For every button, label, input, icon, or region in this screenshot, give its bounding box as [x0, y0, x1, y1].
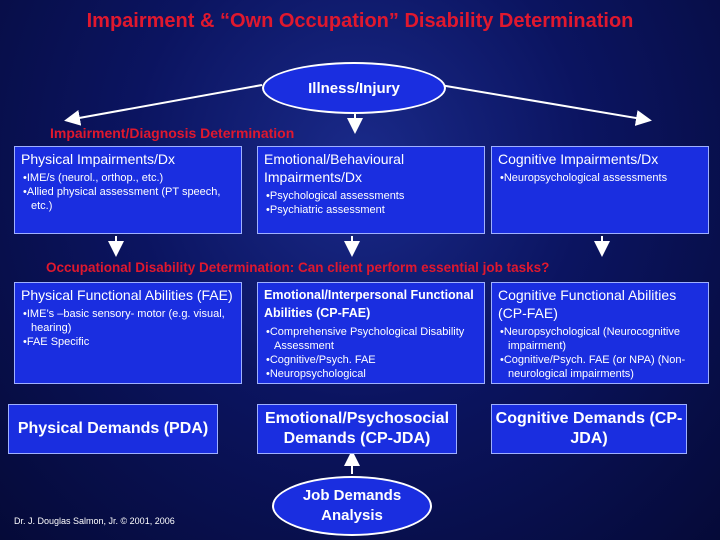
list-item: IME/s (neurol., orthop., etc.) [21, 171, 235, 185]
emotional-abilities-box: Emotional/Interpersonal Functional Abili… [257, 282, 485, 384]
cognitive-impairments-heading: Cognitive Impairments/Dx [498, 151, 659, 167]
illness-injury-node: Illness/Injury [262, 62, 446, 114]
list-item: FAE Specific [21, 335, 235, 349]
arrow-illness-right [439, 84, 652, 126]
physical-abilities-box: Physical Functional Abilities (FAE) IME’… [14, 282, 242, 384]
arrow-illness-left [64, 84, 263, 126]
list-item: Allied physical assessment (PT speech, e… [21, 185, 235, 213]
job-demands-node: Job Demands Analysis [272, 476, 432, 536]
emotional-demands-box: Emotional/Psychosocial Demands (CP-JDA) [257, 404, 457, 454]
physical-abilities-heading: Physical Functional Abilities (FAE) [21, 287, 233, 303]
cognitive-abilities-box: Cognitive Functional Abilities (CP-FAE) … [491, 282, 709, 384]
cognitive-impairments-box: Cognitive Impairments/Dx Neuropsychologi… [491, 146, 709, 234]
list-item: Psychological assessments [264, 189, 478, 203]
cognitive-demands-box: Cognitive Demands (CP-JDA) [491, 404, 687, 454]
emotional-impairments-box: Emotional/Behavioural Impairments/Dx Psy… [257, 146, 485, 234]
occupational-section-label: Occupational Disability Determination: C… [46, 260, 550, 275]
page-title: Impairment & “Own Occupation” Disability… [86, 10, 634, 32]
emotional-abilities-heading: Emotional/Interpersonal Functional Abili… [264, 288, 474, 320]
impairment-section-label: Impairment/Diagnosis Determination [50, 125, 295, 141]
list-item: Neuropsychological (Neurocognitive impai… [498, 325, 702, 353]
list-item: Cognitive/Psych. FAE (or NPA) (Non-neuro… [498, 353, 702, 381]
physical-demands-box: Physical Demands (PDA) [8, 404, 218, 454]
copyright-footer: Dr. J. Douglas Salmon, Jr. © 2001, 2006 [14, 516, 175, 526]
cognitive-abilities-heading: Cognitive Functional Abilities (CP-FAE) [498, 287, 677, 321]
emotional-impairments-heading: Emotional/Behavioural Impairments/Dx [264, 151, 405, 185]
list-item: Cognitive/Psych. FAE [264, 353, 478, 367]
list-item: IME’s –basic sensory- motor (e.g. visual… [21, 307, 235, 335]
list-item: Comprehensive Psychological Disability A… [264, 325, 478, 353]
physical-impairments-box: Physical Impairments/Dx IME/s (neurol., … [14, 146, 242, 234]
list-item: Psychiatric assessment [264, 203, 478, 217]
list-item: Neuropsychological assessments [498, 171, 702, 185]
physical-impairments-heading: Physical Impairments/Dx [21, 151, 176, 167]
list-item: Neuropsychological [264, 367, 478, 381]
